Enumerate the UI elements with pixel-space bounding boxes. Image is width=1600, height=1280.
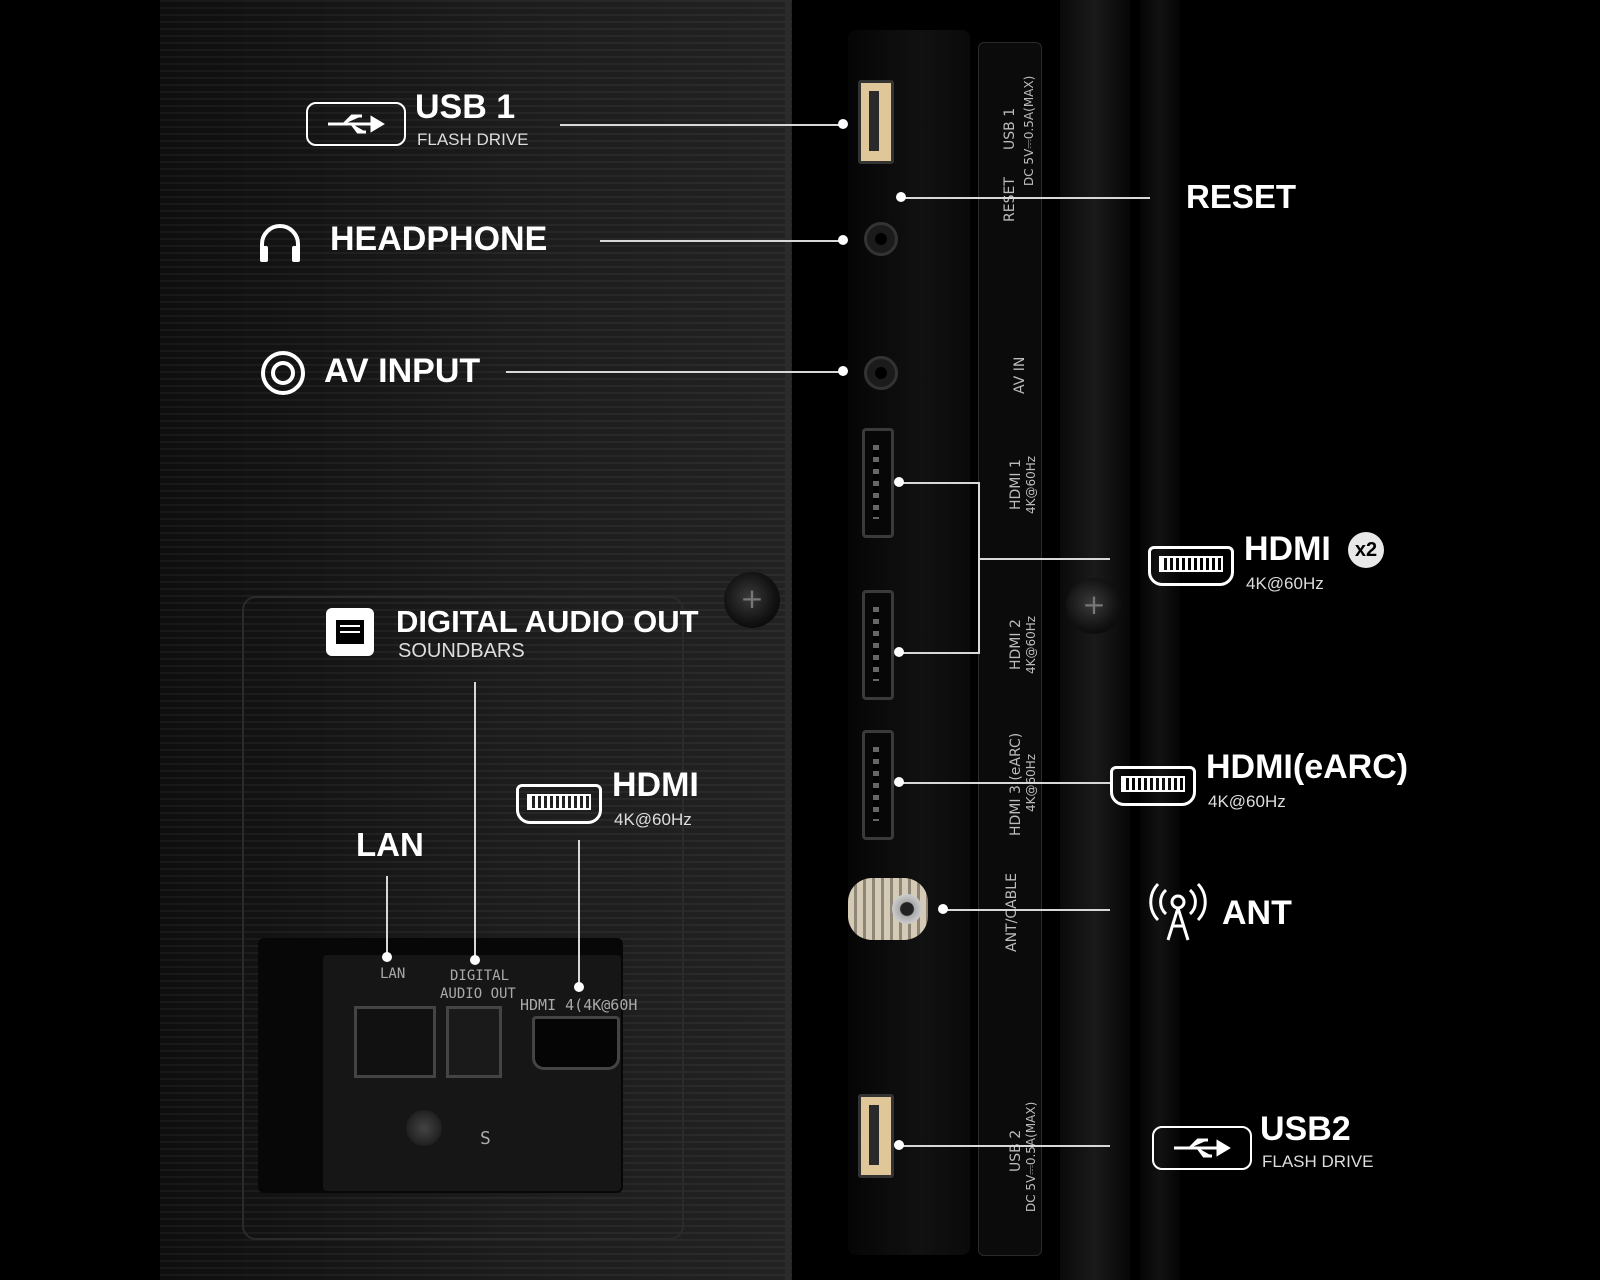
hdmi-earc-icon [1110,766,1196,806]
hdmi-lower-dot [574,982,584,992]
usb2-port [858,1094,894,1178]
reset-title: RESET [1186,178,1297,215]
ant-title: ANT [1222,894,1292,932]
hdmi-lower-subtitle: 4K@60Hz [614,810,692,829]
usb2-leader [900,1145,1110,1147]
print-lan: LAN [380,966,406,982]
print-digital: DIGITAL [450,968,510,984]
print-screw-mark: S [480,1128,491,1149]
usb2-dot [894,1140,904,1150]
print-hdmi2-spec: 4K@60Hz [1024,615,1038,674]
lan-title: LAN [356,826,424,863]
antenna-coax-port [848,878,928,940]
hdmi4-port [532,1016,620,1070]
hdmi-count-badge: x2 [1348,532,1384,568]
hdmi-lower-title: HDMI [612,766,699,804]
hdmi2-leader [900,652,980,654]
print-hdmi4: HDMI 4(4K@60H [520,996,638,1014]
usb1-title: USB 1 [415,88,516,126]
usb2-subtitle: FLASH DRIVE [1262,1152,1374,1171]
hdmi1-dot [894,477,904,487]
hdmi2-dot [894,647,904,657]
screw-lower [406,1110,442,1146]
hdmi-earc-leader [900,782,1110,784]
headphone-icon [256,220,304,269]
av-input-dot [838,366,848,376]
right-frame [1060,0,1130,1280]
reset-dot [896,192,906,202]
usb1-port [858,80,894,164]
print-usb2-power: DC 5V⎓0.5A(MAX) [1024,1101,1038,1212]
print-hdmi2: HDMI 2 [1008,619,1024,670]
usb2-title: USB2 [1260,1110,1351,1148]
hdmi3-earc-port [862,730,894,840]
hdmi-icon [1148,546,1234,586]
antenna-icon [1148,880,1208,947]
av-input-leader [506,371,842,373]
print-audio-out: AUDIO OUT [440,986,516,1002]
lower-port-bay [242,596,684,1240]
usb-icon [306,102,406,146]
hdmi1-port [862,428,894,538]
hdmi1-leader [900,482,980,484]
right-frame-outer [1140,0,1180,1280]
av-input-jack [864,356,898,390]
usb1-subtitle: FLASH DRIVE [417,130,529,149]
panel-edge [785,0,791,1280]
hdmi-lower-icon [516,784,602,824]
headphone-jack [864,222,898,256]
hdmi-earc-title: HDMI(eARC) [1206,748,1409,786]
print-hdmi1-spec: 4K@60Hz [1024,455,1038,514]
print-reset: RESET [1002,177,1018,222]
optical-audio-icon [326,608,374,656]
print-hdmi3: HDMI 3 (eARC) [1008,732,1024,836]
print-av-in: AV IN [1012,356,1028,394]
digital-audio-dot [470,955,480,965]
ant-leader [944,909,1110,911]
usb1-leader [560,124,842,126]
print-usb2: USB 2 [1008,1129,1024,1172]
hdmi2-port [862,590,894,700]
reset-leader [902,197,1150,199]
optical-port [446,1006,502,1078]
digital-audio-subtitle: SOUNDBARS [398,640,525,662]
hdmi-x2-leader [978,558,1110,560]
digital-audio-title: DIGITAL AUDIO OUT [396,604,699,639]
hdmi-lower-leader [578,840,580,986]
av-input-icon [260,350,306,401]
hdmi-earc-subtitle: 4K@60Hz [1208,792,1286,811]
print-usb1-power: DC 5V⎓0.5A(MAX) [1022,75,1036,186]
screw-left [724,572,780,628]
hdmi-bracket [978,482,980,654]
headphone-title: HEADPHONE [330,220,548,258]
usb2-icon [1152,1126,1252,1170]
lan-port [354,1006,436,1078]
hdmi-x2-title: HDMI [1244,530,1331,568]
headphone-dot [838,235,848,245]
headphone-leader [600,240,842,242]
lan-dot [382,952,392,962]
print-ant-cable: ANT/CABLE [1004,873,1020,952]
ant-dot [938,904,948,914]
av-input-title: AV INPUT [324,352,481,390]
usb1-dot [838,119,848,129]
hdmi-x2-subtitle: 4K@60Hz [1246,574,1324,593]
hdmi-earc-dot [894,777,904,787]
screw-right [1066,578,1122,634]
print-usb1: USB 1 [1002,107,1018,150]
digital-audio-leader [474,682,476,958]
lan-leader [386,876,388,956]
print-hdmi1: HDMI 1 [1008,459,1024,510]
